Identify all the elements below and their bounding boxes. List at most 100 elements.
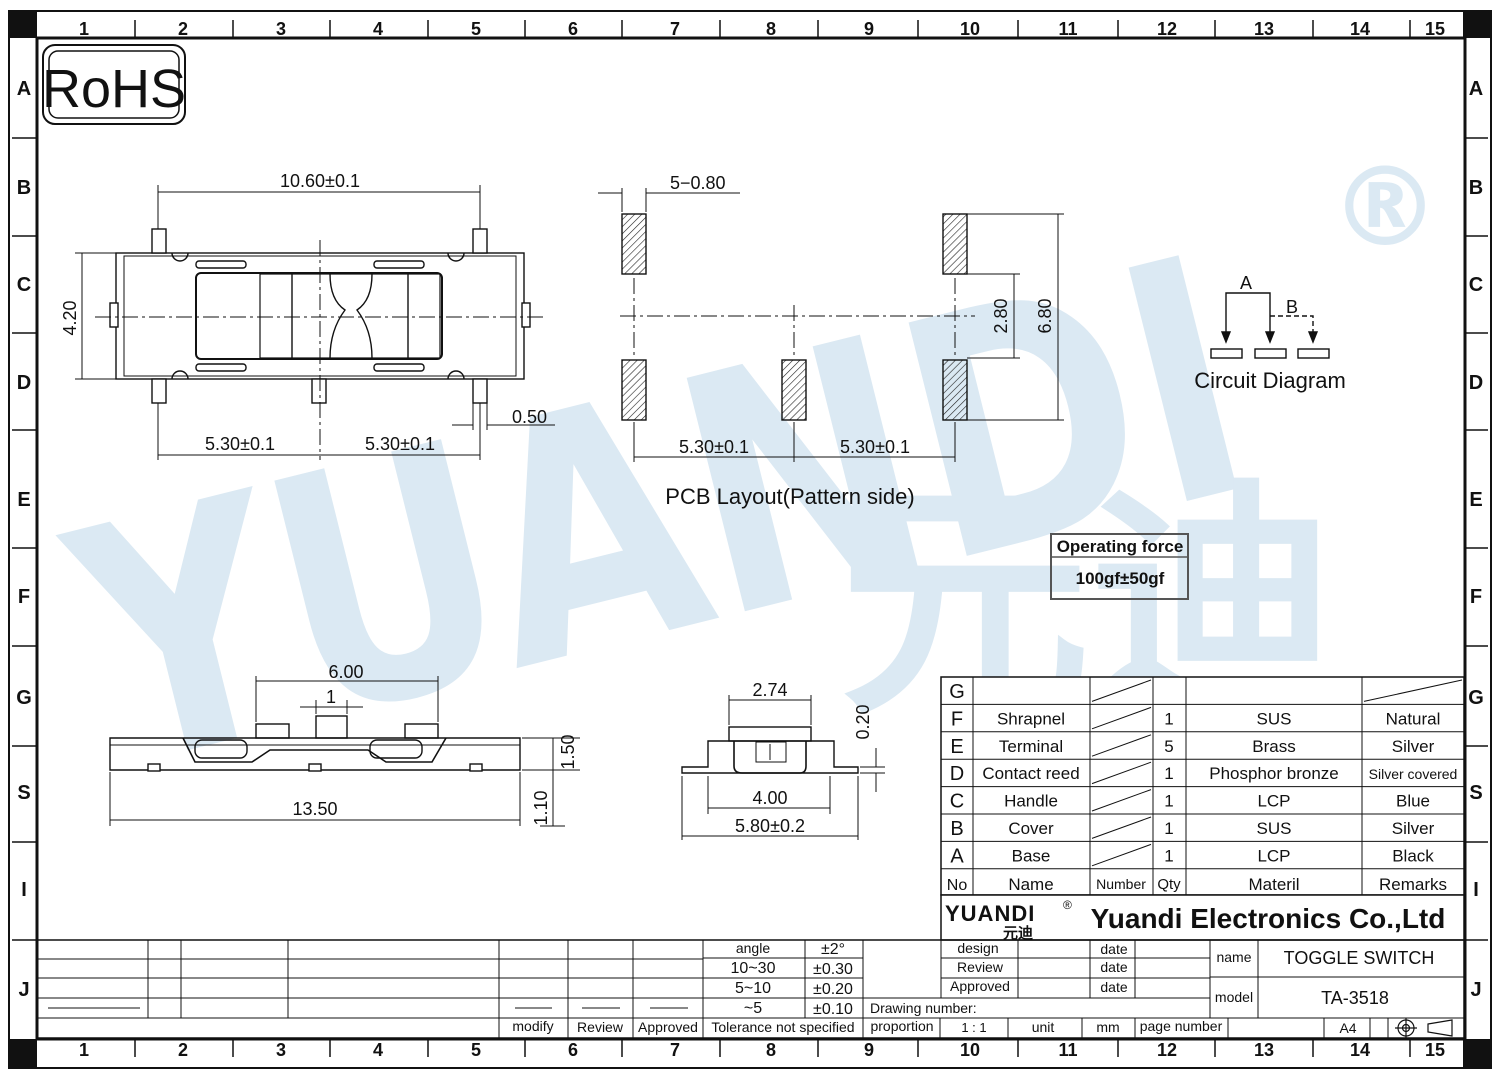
border-col-top-12: 12 xyxy=(1157,19,1177,39)
projection-symbol xyxy=(1395,1018,1453,1038)
top-view xyxy=(75,185,555,460)
tolerance-range: 5~10 xyxy=(735,980,771,997)
tolerance-value: ±2° xyxy=(821,941,845,958)
tolerance-value: ±0.20 xyxy=(813,981,853,998)
operating-force-label: Operating force xyxy=(1057,537,1184,556)
border-row-left-I: I xyxy=(21,879,27,901)
bom-cell-qty: 1 xyxy=(1164,709,1173,728)
border-row-right-A: A xyxy=(1469,78,1483,100)
bom-header-material: Materil xyxy=(1248,875,1299,894)
border-col-top-2: 2 xyxy=(178,19,188,39)
company-name: Yuandi Electronics Co.,Ltd xyxy=(1091,903,1446,934)
side-dim-top: 6.00 xyxy=(328,662,363,682)
rohs-label: RoHS xyxy=(42,59,186,119)
border-row-left-A: A xyxy=(17,78,31,100)
border-col-top-6: 6 xyxy=(568,19,578,39)
end-dim-total: 5.80±0.2 xyxy=(735,816,805,836)
bom-header-remarks: Remarks xyxy=(1379,875,1447,894)
bom-cell-material: Brass xyxy=(1252,737,1295,756)
bom-header-qty: Qty xyxy=(1157,876,1181,893)
border-col-bottom-13: 13 xyxy=(1254,1040,1274,1060)
border-row-right-E: E xyxy=(1469,489,1482,511)
bom-cell-qty: 5 xyxy=(1164,737,1173,756)
dim-height: 4.20 xyxy=(60,300,80,335)
border-col-top-10: 10 xyxy=(960,19,980,39)
border-row-right-G: G xyxy=(1468,687,1484,709)
border-col-top-14: 14 xyxy=(1350,19,1370,39)
border-ticks xyxy=(12,20,1488,1057)
border-col-top-13: 13 xyxy=(1254,19,1274,39)
border-row-right-I: I xyxy=(1473,879,1479,901)
border-col-bottom-15: 15 xyxy=(1425,1040,1445,1060)
border-col-bottom-1: 1 xyxy=(79,1040,89,1060)
border-col-bottom-7: 7 xyxy=(670,1040,680,1060)
pcb-pitch-right: 5.30±0.1 xyxy=(840,437,910,457)
approval-date-1: date xyxy=(1100,941,1127,957)
border-row-right-B: B xyxy=(1469,177,1483,199)
company-logo-reg: ® xyxy=(1063,898,1072,912)
bom-cell-no: D xyxy=(950,763,964,785)
border-row-right-F: F xyxy=(1470,586,1482,608)
bom-cell-no: E xyxy=(950,736,963,758)
revision-modify: modify xyxy=(512,1018,553,1034)
tolerance-value: ±0.10 xyxy=(813,1001,853,1018)
end-view xyxy=(681,695,885,840)
operating-force-box: Operating force 100gf±50gf xyxy=(1050,533,1189,600)
dim-pin: 0.50 xyxy=(512,407,547,427)
unit-label: unit xyxy=(1032,1019,1055,1035)
bom-cell-remarks: Silver covered xyxy=(1369,766,1458,782)
bom-cell-material: SUS xyxy=(1257,819,1292,838)
approval-date-2: date xyxy=(1100,959,1127,975)
approval-design: design xyxy=(957,940,998,956)
approval-review: Review xyxy=(957,959,1004,975)
circuit-label-a: A xyxy=(1240,273,1252,293)
border-row-right-C: C xyxy=(1469,274,1483,296)
side-dim-knob: 1 xyxy=(326,687,336,707)
watermark-registered: ® xyxy=(1330,143,1440,271)
border-col-top-8: 8 xyxy=(766,19,776,39)
border-col-top-15: 15 xyxy=(1425,19,1445,39)
operating-force-value: 100gf±50gf xyxy=(1076,569,1165,588)
border-row-left-B: B xyxy=(17,177,31,199)
company-logo: YUANDI xyxy=(945,901,1035,926)
company-logo-cn: 元迪 xyxy=(1003,924,1033,942)
tolerance-footer: Tolerance not specified xyxy=(711,1019,854,1035)
bom-header-number: Number xyxy=(1096,876,1146,892)
border-col-top-3: 3 xyxy=(276,19,286,39)
border-col-bottom-4: 4 xyxy=(373,1040,383,1060)
bom-cell-name: Cover xyxy=(1008,819,1054,838)
revision-approved: Approved xyxy=(638,1019,698,1035)
bom-cell-no: G xyxy=(949,681,965,703)
title-block xyxy=(36,939,1465,1039)
border-col-top-11: 11 xyxy=(1058,19,1077,39)
tolerance-range: ~5 xyxy=(744,1000,762,1017)
bom-cell-remarks: Natural xyxy=(1386,709,1441,728)
border-row-left-G: G xyxy=(16,687,32,709)
title-name-value: TOGGLE SWITCH xyxy=(1284,948,1435,968)
border-row-right-S: S xyxy=(1469,782,1482,804)
border-col-top-1: 1 xyxy=(79,19,89,39)
page-number-label: page number xyxy=(1140,1018,1223,1034)
border-col-bottom-6: 6 xyxy=(568,1040,578,1060)
rohs-badge: RoHS xyxy=(42,44,186,125)
border-col-top-5: 5 xyxy=(471,19,481,39)
border-row-right-J: J xyxy=(1470,979,1481,1001)
bom-cell-remarks: Silver xyxy=(1392,819,1435,838)
drawing-number-label: Drawing number: xyxy=(870,1000,977,1016)
border-col-bottom-9: 9 xyxy=(864,1040,874,1060)
border-col-bottom-12: 12 xyxy=(1157,1040,1177,1060)
dim-pad: 5−0.80 xyxy=(670,173,726,193)
border-col-bottom-5: 5 xyxy=(471,1040,481,1060)
border-col-bottom-10: 10 xyxy=(960,1040,980,1060)
bom-cell-remarks: Black xyxy=(1392,846,1434,865)
bom-cell-no: A xyxy=(950,845,964,867)
bom-cell-qty: 1 xyxy=(1164,819,1173,838)
bom-cell-name: Terminal xyxy=(999,737,1063,756)
bom-cell-remarks: Blue xyxy=(1396,792,1430,811)
